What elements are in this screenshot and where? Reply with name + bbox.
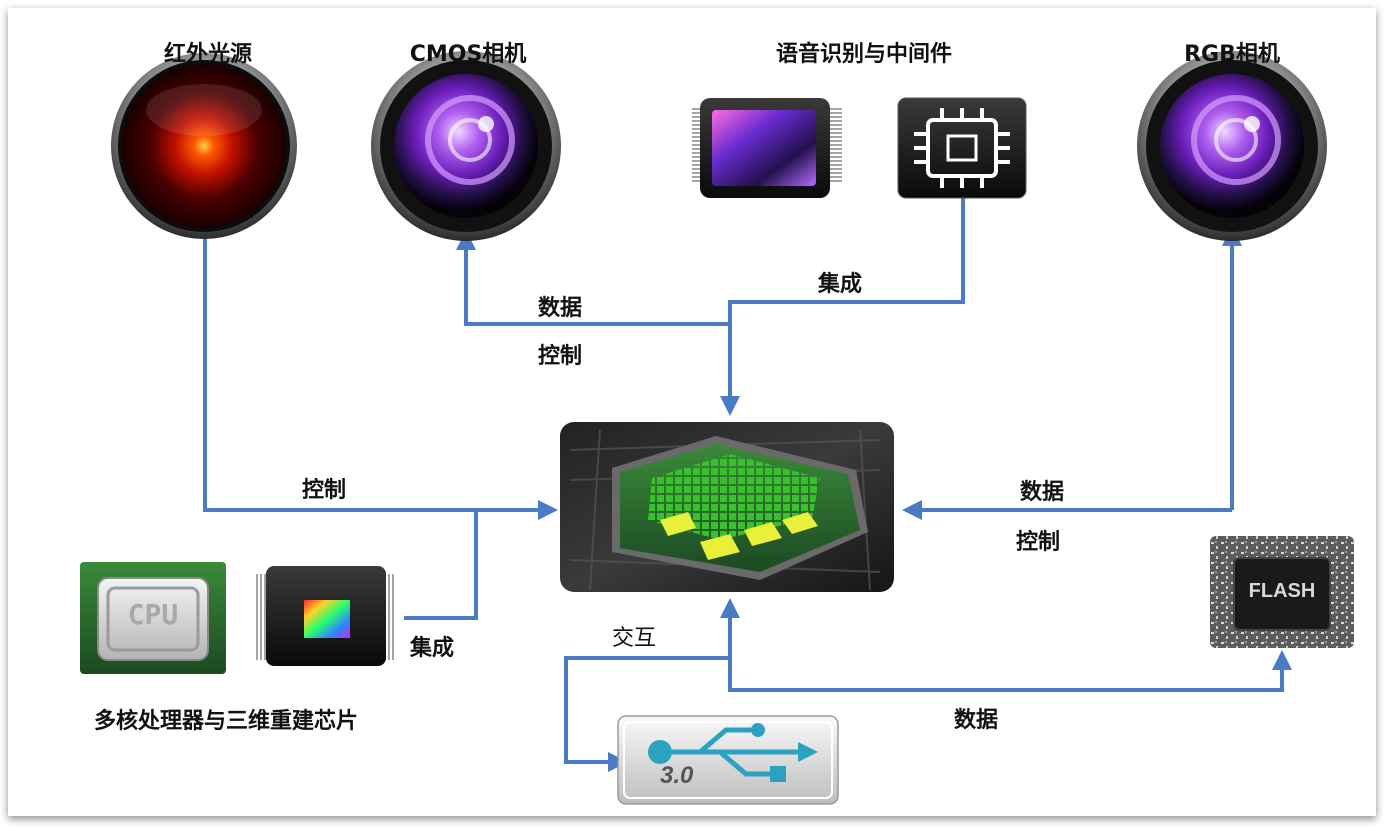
flash-chip-label: FLASH xyxy=(1248,580,1316,602)
cpu-integration-line xyxy=(404,510,478,620)
flash-data-arrow xyxy=(728,650,1292,692)
rgb-camera-title: RGB相机 xyxy=(1184,42,1280,67)
cpu-chip-label: CPU xyxy=(127,598,179,631)
central-soc-icon xyxy=(560,422,894,592)
ir-control-arrow xyxy=(195,212,476,512)
usb-interaction-label: 交互 xyxy=(612,626,657,651)
usb-version-label: 3.0 xyxy=(660,762,694,789)
cmos-camera-icon xyxy=(371,51,561,241)
ir-control-label: 控制 xyxy=(302,478,347,503)
connectors xyxy=(195,198,1292,772)
speech-chip-icon xyxy=(692,98,842,198)
rgb-control-label: 控制 xyxy=(1016,530,1061,555)
cpu-integration-label: 集成 xyxy=(410,636,455,661)
multicore-processor-title: 多核处理器与三维重建芯片 xyxy=(93,709,359,734)
cpu-chip-icon xyxy=(80,562,226,674)
cmos-feedback-arrow xyxy=(456,230,730,326)
speech-integration-label: 集成 xyxy=(818,272,863,297)
flash-chip-icon xyxy=(1210,536,1354,648)
middleware-chip-icon xyxy=(897,97,1027,199)
speech-middleware-title: 语音识别与中间件 xyxy=(775,42,953,67)
usb3-icon xyxy=(617,715,839,805)
cmos-camera-title: CMOS相机 xyxy=(409,42,527,67)
ir-source-icon xyxy=(111,53,297,239)
usb-interaction-arrow xyxy=(564,656,730,772)
rgb-camera-icon xyxy=(1137,51,1327,241)
ir-source-title: 红外光源 xyxy=(163,42,253,67)
cmos-control-label: 控制 xyxy=(538,344,583,369)
rgb-data-label: 数据 xyxy=(1020,480,1065,505)
reconstruction-chip-icon xyxy=(256,566,396,666)
flash-data-label: 数据 xyxy=(954,708,999,733)
speech-integration-line xyxy=(728,198,965,324)
cmos-data-label: 数据 xyxy=(538,296,583,321)
